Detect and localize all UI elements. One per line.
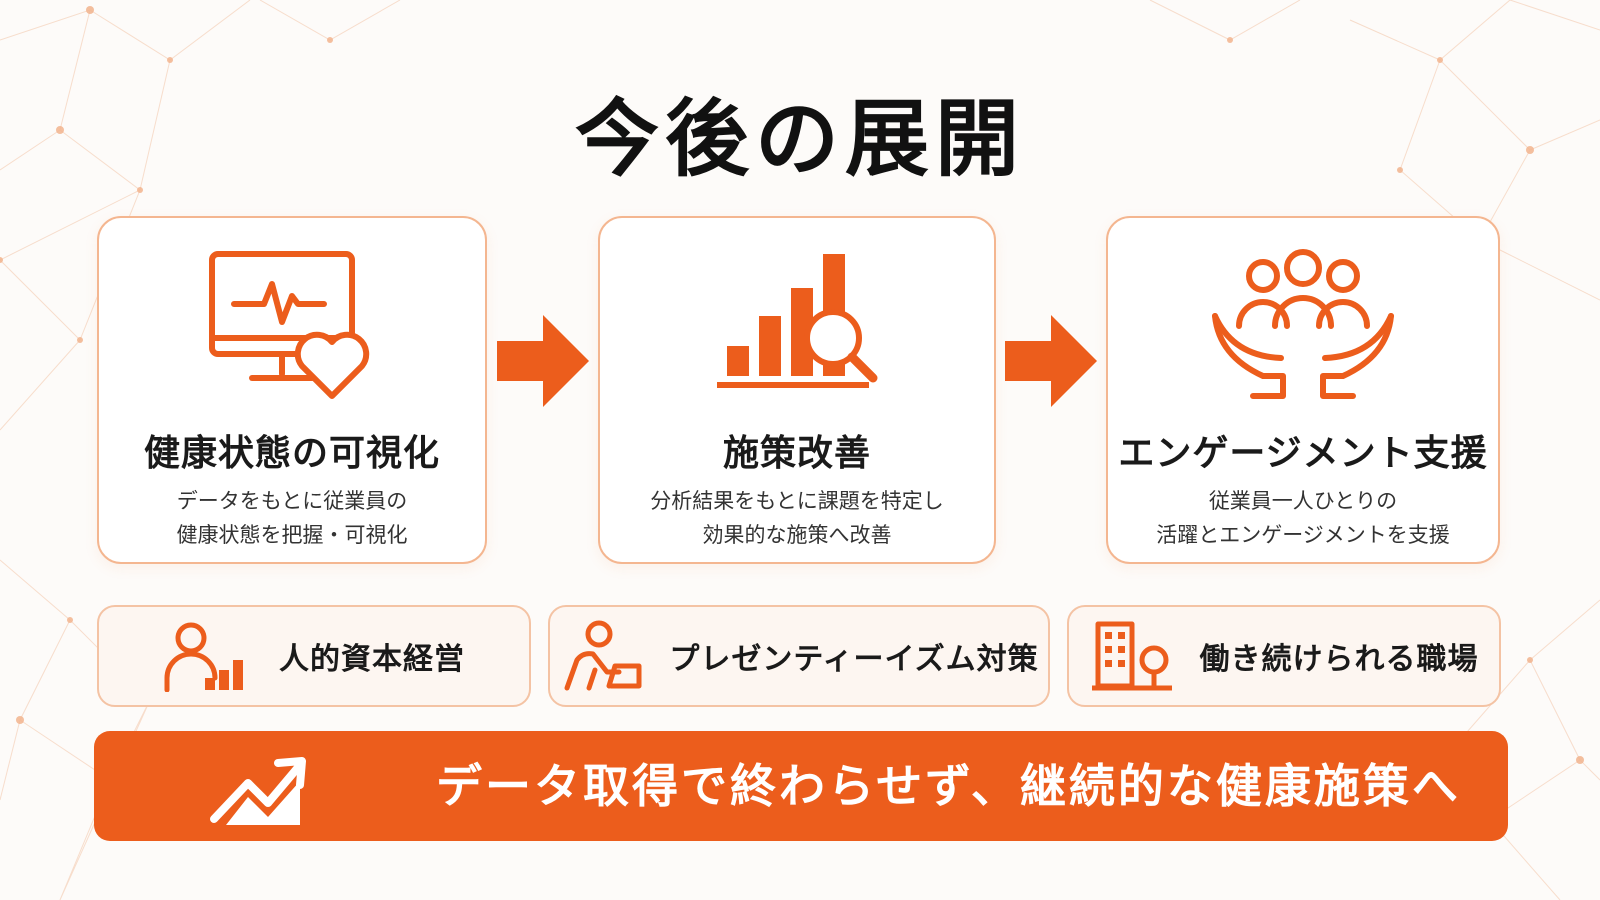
- step-card-visualization: 健康状態の可視化 データをもとに従業員の 健康状態を把握・可視化: [97, 216, 487, 564]
- pillar-label: 働き続けられる職場: [1199, 642, 1479, 677]
- banner-text: データ取得で終わらせず、継続的な健康施策へ: [436, 759, 1461, 813]
- pillar-presenteeism: プレゼンティーイズム対策: [548, 605, 1050, 707]
- person-chart-icon: [164, 622, 243, 692]
- pillar-label: 人的資本経営: [279, 642, 465, 677]
- arrow-right-icon: [497, 315, 589, 407]
- step-description: 分析結果をもとに課題を特定し 効果的な施策へ改善: [650, 489, 944, 547]
- people-hands-icon: [1212, 249, 1394, 399]
- trend-up-icon: [210, 757, 306, 825]
- building-tree-icon: [1091, 621, 1172, 691]
- pillar-label: プレゼンティーイズム対策: [669, 642, 1039, 677]
- step-description: 従業員一人ひとりの 活躍とエンゲージメントを支援: [1156, 489, 1450, 547]
- pillar-workplace: 働き続けられる職場: [1067, 605, 1501, 707]
- bar-chart-magnifier-icon: [717, 254, 878, 388]
- monitor-heart-icon: [209, 251, 370, 399]
- pillar-human-capital: 人的資本経営: [97, 605, 531, 707]
- summary-banner: データ取得で終わらせず、継続的な健康施策へ: [94, 731, 1508, 841]
- person-laptop-icon: [564, 620, 642, 691]
- arrow-right-icon: [1005, 315, 1097, 407]
- step-title: エンゲージメント支援: [1118, 433, 1488, 474]
- slide-title: 今後の展開: [574, 90, 1025, 188]
- step-title: 施策改善: [722, 433, 871, 474]
- step-card-engagement: エンゲージメント支援 従業員一人ひとりの 活躍とエンゲージメントを支援: [1106, 216, 1500, 564]
- step-description: データをもとに従業員の 健康状態を把握・可視化: [176, 489, 408, 547]
- step-title: 健康状態の可視化: [143, 433, 440, 474]
- step-card-improvement: 施策改善 分析結果をもとに課題を特定し 効果的な施策へ改善: [598, 216, 996, 564]
